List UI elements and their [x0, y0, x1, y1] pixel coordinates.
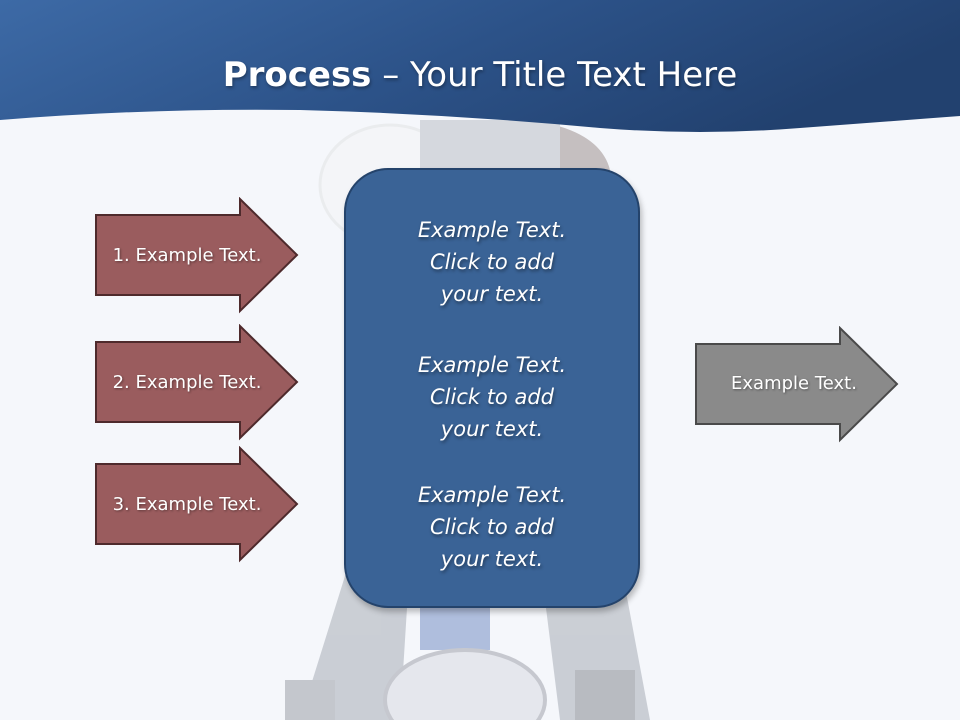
process-line: your text.: [440, 417, 544, 441]
input-arrow-1: [95, 197, 299, 314]
process-box: Example Text. Click to add your text. Ex…: [344, 168, 640, 608]
process-paragraph-2: Example Text. Click to add your text.: [346, 349, 638, 445]
input-arrow-2: [95, 324, 299, 441]
process-line: Click to add: [429, 385, 554, 409]
output-arrow-label: Example Text.: [731, 373, 857, 394]
output-arrow: [695, 326, 899, 443]
process-line: Example Text.: [417, 353, 567, 377]
title-rest: – Your Title Text Here: [371, 55, 738, 95]
process-paragraph-3: Example Text. Click to add your text.: [346, 479, 638, 575]
process-line: your text.: [440, 547, 544, 571]
process-line: Example Text.: [417, 218, 567, 242]
header-band: [0, 0, 960, 132]
process-line: your text.: [440, 282, 544, 306]
process-paragraph-1: Example Text. Click to add your text.: [346, 214, 638, 310]
process-line: Example Text.: [417, 483, 567, 507]
process-line: Click to add: [429, 515, 554, 539]
input-arrow-3-label: 3. Example Text.: [112, 494, 262, 515]
input-arrow-2-label: 2. Example Text.: [112, 372, 262, 393]
input-arrow-1-label: 1. Example Text.: [112, 245, 262, 266]
input-arrow-3: [95, 446, 299, 563]
title-bold: Process: [222, 55, 372, 95]
process-line: Click to add: [429, 250, 554, 274]
page-title: Process – Your Title Text Here: [0, 50, 960, 100]
